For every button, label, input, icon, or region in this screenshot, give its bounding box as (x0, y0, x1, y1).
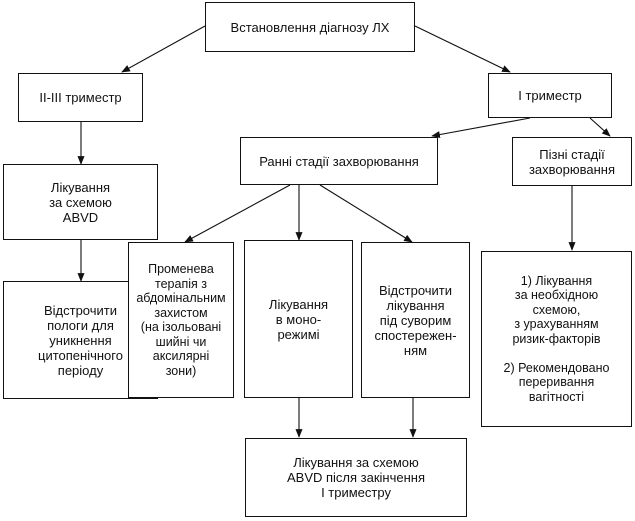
arrow-diagnosis-to-trimester-23 (121, 25, 206, 73)
node-diagnosis-label: Встановлення діагнозу ЛХ (230, 19, 390, 35)
node-trimester-1: I триместр (488, 73, 612, 118)
node-late-recommendations: 1) Лікування за необхідною схемою, з ура… (481, 251, 632, 427)
node-abvd-after-trimester: Лікування за схемою ABVD після закінченн… (245, 438, 467, 517)
node-late-stages: Пізні стадії захворювання (512, 137, 632, 186)
node-late-recommendations-label: 1) Лікування за необхідною схемою, з ура… (503, 273, 610, 404)
node-trimester-23: II-III триместр (18, 73, 143, 122)
node-postpone-treatment: Відстрочити лікування під суворим спосте… (361, 242, 470, 398)
node-monotherapy-label: Лікування в моно- режимі (268, 296, 329, 342)
node-trimester-1-label: I триместр (518, 88, 582, 103)
node-late-stages-label: Пізні стадії захворювання (528, 146, 616, 177)
node-monotherapy: Лікування в моно- режимі (244, 240, 353, 398)
node-radiation-therapy: Променева терапія з абдомінальним захист… (128, 242, 234, 398)
node-early-stages: Ранні стадії захворювання (240, 137, 438, 185)
node-early-stages-label: Ранні стадії захворювання (259, 153, 419, 169)
arrow-trimester-1-to-early-stages (431, 117, 531, 139)
arrow-trimester-1-to-late-stages (589, 117, 611, 137)
node-postpone-delivery-label: Відстрочити пологи для уникнення цитопен… (38, 302, 123, 378)
node-abvd-treatment: Лікування за схемою ABVD (3, 164, 158, 240)
node-trimester-23-label: II-III триместр (39, 90, 122, 105)
node-postpone-treatment-label: Відстрочити лікування під суворим спосте… (374, 282, 457, 358)
node-abvd-treatment-label: Лікування за схемою ABVD (49, 179, 112, 225)
node-diagnosis: Встановлення діагнозу ЛХ (205, 2, 415, 52)
arrow-early-to-postpone-treatment (319, 184, 413, 243)
arrow-diagnosis-to-trimester-1 (414, 25, 511, 73)
arrow-early-to-radiation (184, 184, 291, 243)
node-radiation-therapy-label: Променева терапія з абдомінальним захист… (136, 262, 226, 378)
node-abvd-after-trimester-label: Лікування за схемою ABVD після закінченн… (286, 455, 426, 500)
